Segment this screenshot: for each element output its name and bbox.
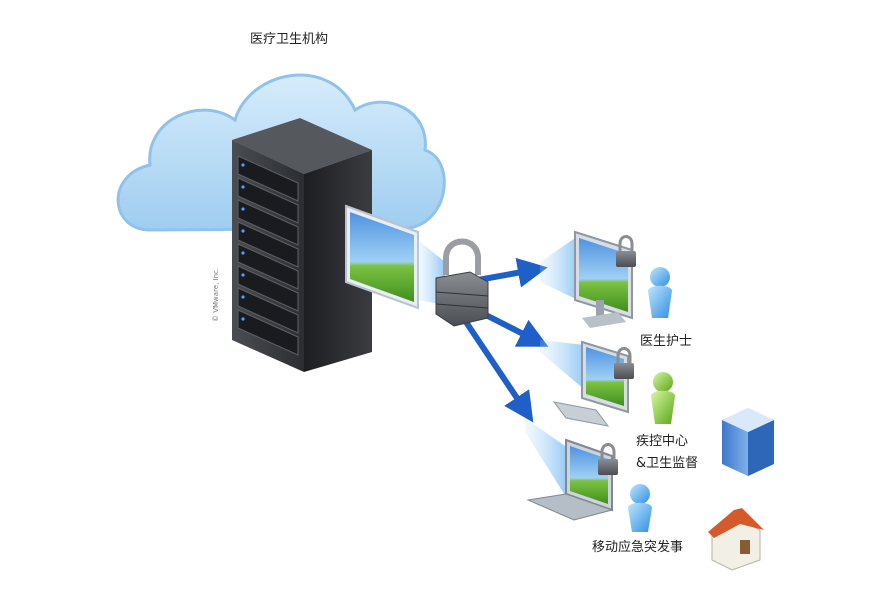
desktop-monitor-icon	[574, 230, 636, 328]
rack-led-indicator	[241, 207, 245, 211]
rack-unit	[237, 243, 299, 290]
health-supervision-label: &卫生监督	[636, 456, 699, 471]
arrow-to-mobile	[463, 320, 534, 423]
rack-led-indicator	[241, 317, 245, 321]
rack-led-indicator	[241, 185, 245, 189]
person-icon	[648, 267, 672, 318]
rack-unit	[237, 155, 299, 202]
person-icon	[628, 484, 652, 532]
person-icon	[651, 372, 675, 424]
rack-unit	[237, 287, 299, 334]
small-padlock-icon	[614, 347, 634, 379]
rack-unit	[237, 177, 299, 224]
rack-unit	[237, 309, 299, 356]
rack-unit	[237, 265, 299, 312]
virtual-desktop-icon	[345, 204, 419, 310]
beam-to-laptop	[525, 418, 568, 500]
rack-units	[237, 155, 299, 356]
office-building-icon	[722, 408, 774, 476]
cdc-label: 疾控中心	[636, 434, 689, 449]
server-rack-icon	[232, 118, 372, 372]
house-icon	[708, 508, 764, 571]
beam-to-desktop-2	[540, 340, 585, 390]
rack-led-indicator	[241, 295, 245, 299]
keyboard-icon	[552, 401, 610, 427]
doctors-label: 医生护士	[640, 334, 693, 349]
rack-unit	[237, 221, 299, 268]
mobile-emergency-label: 移动应急突发事	[592, 540, 684, 555]
small-padlock-icon	[616, 235, 636, 267]
padlock-icon	[435, 238, 489, 327]
rack-led-indicator	[241, 273, 245, 277]
rack-led-indicator	[241, 163, 245, 167]
beam-to-desktop-1	[540, 236, 578, 300]
arrow-to-doctors	[477, 257, 548, 288]
rack-led-indicator	[241, 229, 245, 233]
rack-led-indicator	[241, 251, 245, 255]
diagram-title: 医疗卫生机构	[250, 32, 329, 47]
small-padlock-icon	[598, 443, 618, 475]
desktop-monitor-icon	[552, 340, 634, 427]
laptop-icon	[526, 438, 618, 521]
copyright-text: © VMware, Inc.	[212, 267, 220, 322]
rack-unit	[237, 199, 299, 246]
